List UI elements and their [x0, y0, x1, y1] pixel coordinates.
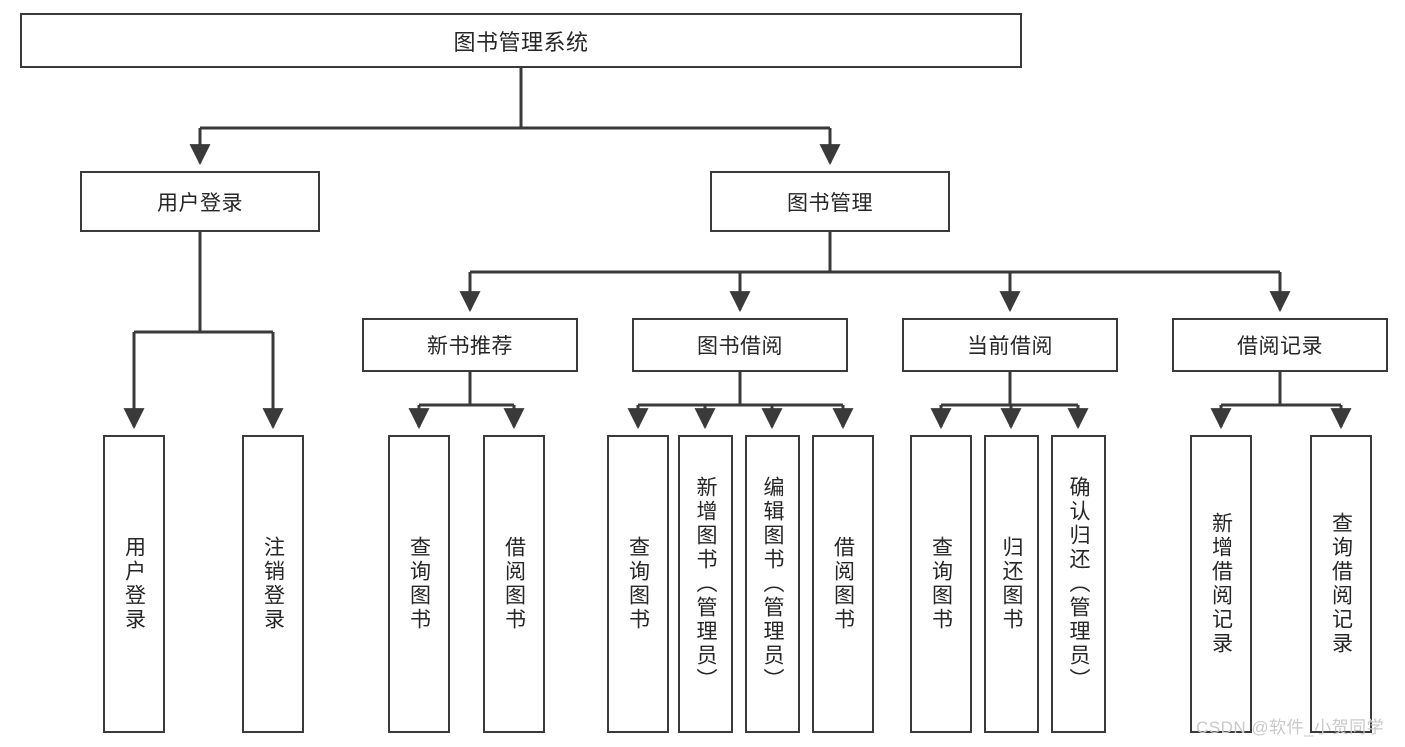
leaf-confirm-return-label: 确认归还（管理员）	[1067, 476, 1090, 692]
leaf-query-book-3[interactable]: 查询图书	[910, 435, 972, 733]
leaf-user-login[interactable]: 用户登录	[103, 435, 165, 733]
node-borrow-record-label: 借阅记录	[1237, 335, 1323, 358]
node-root[interactable]: 图书管理系统	[20, 13, 1022, 68]
leaf-add-book[interactable]: 新增图书（管理员）	[678, 435, 733, 733]
node-user-login-label: 用户登录	[157, 191, 243, 215]
leaf-edit-book[interactable]: 编辑图书（管理员）	[745, 435, 800, 733]
leaf-query-book-1-label: 查询图书	[407, 536, 431, 632]
node-book-borrow[interactable]: 图书借阅	[632, 318, 848, 372]
leaf-query-book-3-label: 查询图书	[929, 536, 953, 632]
leaf-borrow-book-1-label: 借阅图书	[502, 536, 526, 632]
leaf-logout[interactable]: 注销登录	[242, 435, 304, 733]
leaf-borrow-book-1[interactable]: 借阅图书	[483, 435, 545, 733]
node-new-book-recommend[interactable]: 新书推荐	[362, 318, 578, 372]
node-current-borrow[interactable]: 当前借阅	[902, 318, 1118, 372]
leaf-logout-label: 注销登录	[261, 536, 285, 632]
leaf-query-record-label: 查询借阅记录	[1329, 512, 1353, 656]
leaf-add-record[interactable]: 新增借阅记录	[1190, 435, 1252, 733]
leaf-add-book-label: 新增图书（管理员）	[694, 476, 717, 692]
node-book-borrow-label: 图书借阅	[697, 335, 783, 358]
node-root-label: 图书管理系统	[453, 29, 589, 55]
leaf-return-book[interactable]: 归还图书	[984, 435, 1039, 733]
leaf-query-book-2[interactable]: 查询图书	[607, 435, 669, 733]
leaf-return-book-label: 归还图书	[1000, 536, 1023, 632]
node-book-management-label: 图书管理	[787, 191, 873, 215]
node-book-management[interactable]: 图书管理	[710, 171, 950, 232]
leaf-borrow-book-2-label: 借阅图书	[831, 536, 855, 632]
node-current-borrow-label: 当前借阅	[967, 335, 1053, 358]
leaf-borrow-book-2[interactable]: 借阅图书	[812, 435, 874, 733]
leaf-user-login-label: 用户登录	[122, 536, 146, 632]
node-new-book-recommend-label: 新书推荐	[427, 335, 513, 358]
node-user-login[interactable]: 用户登录	[80, 171, 320, 232]
leaf-query-book-1[interactable]: 查询图书	[388, 435, 450, 733]
leaf-query-book-2-label: 查询图书	[626, 536, 650, 632]
leaf-add-record-label: 新增借阅记录	[1209, 512, 1233, 656]
leaf-query-record[interactable]: 查询借阅记录	[1310, 435, 1372, 733]
leaf-edit-book-label: 编辑图书（管理员）	[761, 476, 784, 692]
leaf-confirm-return[interactable]: 确认归还（管理员）	[1051, 435, 1106, 733]
node-borrow-record[interactable]: 借阅记录	[1172, 318, 1388, 372]
csdn-watermark: CSDN @软件_小贺同学	[1196, 718, 1385, 737]
